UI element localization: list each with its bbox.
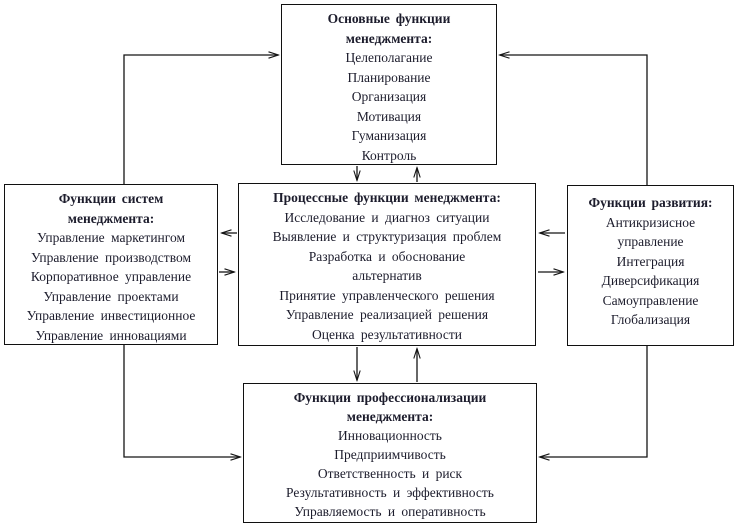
box-item: Инновационность: [338, 428, 442, 443]
box-item: Глобализация: [610, 312, 691, 327]
box-title: Процессные функции менеджмента:: [273, 190, 501, 205]
box-item: Антикризисное управление: [605, 214, 696, 250]
box-development-functions: Функции развития: Антикризисное управлен…: [567, 185, 734, 346]
box-item: Управляемость и оперативность: [294, 504, 486, 519]
box-item: Мотивация: [356, 108, 422, 124]
box-item: Исследование и диагноз ситуации: [284, 209, 490, 225]
box-item: Принятие управленческого решения: [279, 287, 495, 303]
box-item: Управление производством: [30, 249, 192, 265]
box-process-functions: Процессные функции менеджмента: Исследов…: [238, 183, 536, 346]
box-item: Выявление и структуризация проблем: [272, 229, 502, 244]
box-item: Предприимчивость: [334, 447, 446, 462]
box-item: Целеполагание: [345, 50, 433, 65]
arrow-development-to-main: [500, 55, 648, 185]
box-item: Гуманизация: [351, 128, 427, 143]
box-item: Диверсификация: [601, 273, 700, 288]
box-item: Управление инновациями: [35, 327, 187, 343]
box-item: Самоуправление: [602, 292, 699, 308]
box-item: Оценка результативности: [311, 326, 462, 342]
box-item: Управление проектами: [43, 288, 179, 304]
box-item: Контроль: [361, 147, 417, 163]
box-item: Управление инвестиционное: [26, 308, 196, 323]
box-item: Интеграция: [616, 253, 685, 269]
box-item: Результативность и эффективность: [286, 485, 494, 500]
box-title: Функции систем менеджмента:: [58, 191, 164, 226]
box-item: Корпоративное управление: [30, 269, 192, 284]
box-item: Планирование: [347, 69, 431, 85]
box-systems-functions: Функции систем менеджмента: Управление м…: [4, 184, 218, 345]
box-item: Разработка и обоснование альтернатив: [308, 248, 466, 284]
box-item: Управление маркетингом: [36, 230, 186, 245]
arrow-systems-to-professionalization: [123, 345, 240, 457]
box-main-functions: Основные функции менеджмента: Целеполага…: [281, 4, 497, 165]
box-title: Функции профессионализации менеджмента:: [293, 390, 487, 424]
box-item: Организация: [351, 89, 427, 104]
box-item: Управление реализацией решения: [285, 307, 489, 322]
arrow-systems-to-main: [123, 55, 278, 184]
arrow-development-to-professionalization: [540, 346, 648, 457]
box-title: Основные функции менеджмента:: [327, 11, 451, 46]
box-item: Ответственность и риск: [317, 466, 463, 481]
box-professionalization-functions: Функции профессионализации менеджмента: …: [243, 383, 537, 523]
box-title: Функции развития:: [588, 195, 713, 210]
